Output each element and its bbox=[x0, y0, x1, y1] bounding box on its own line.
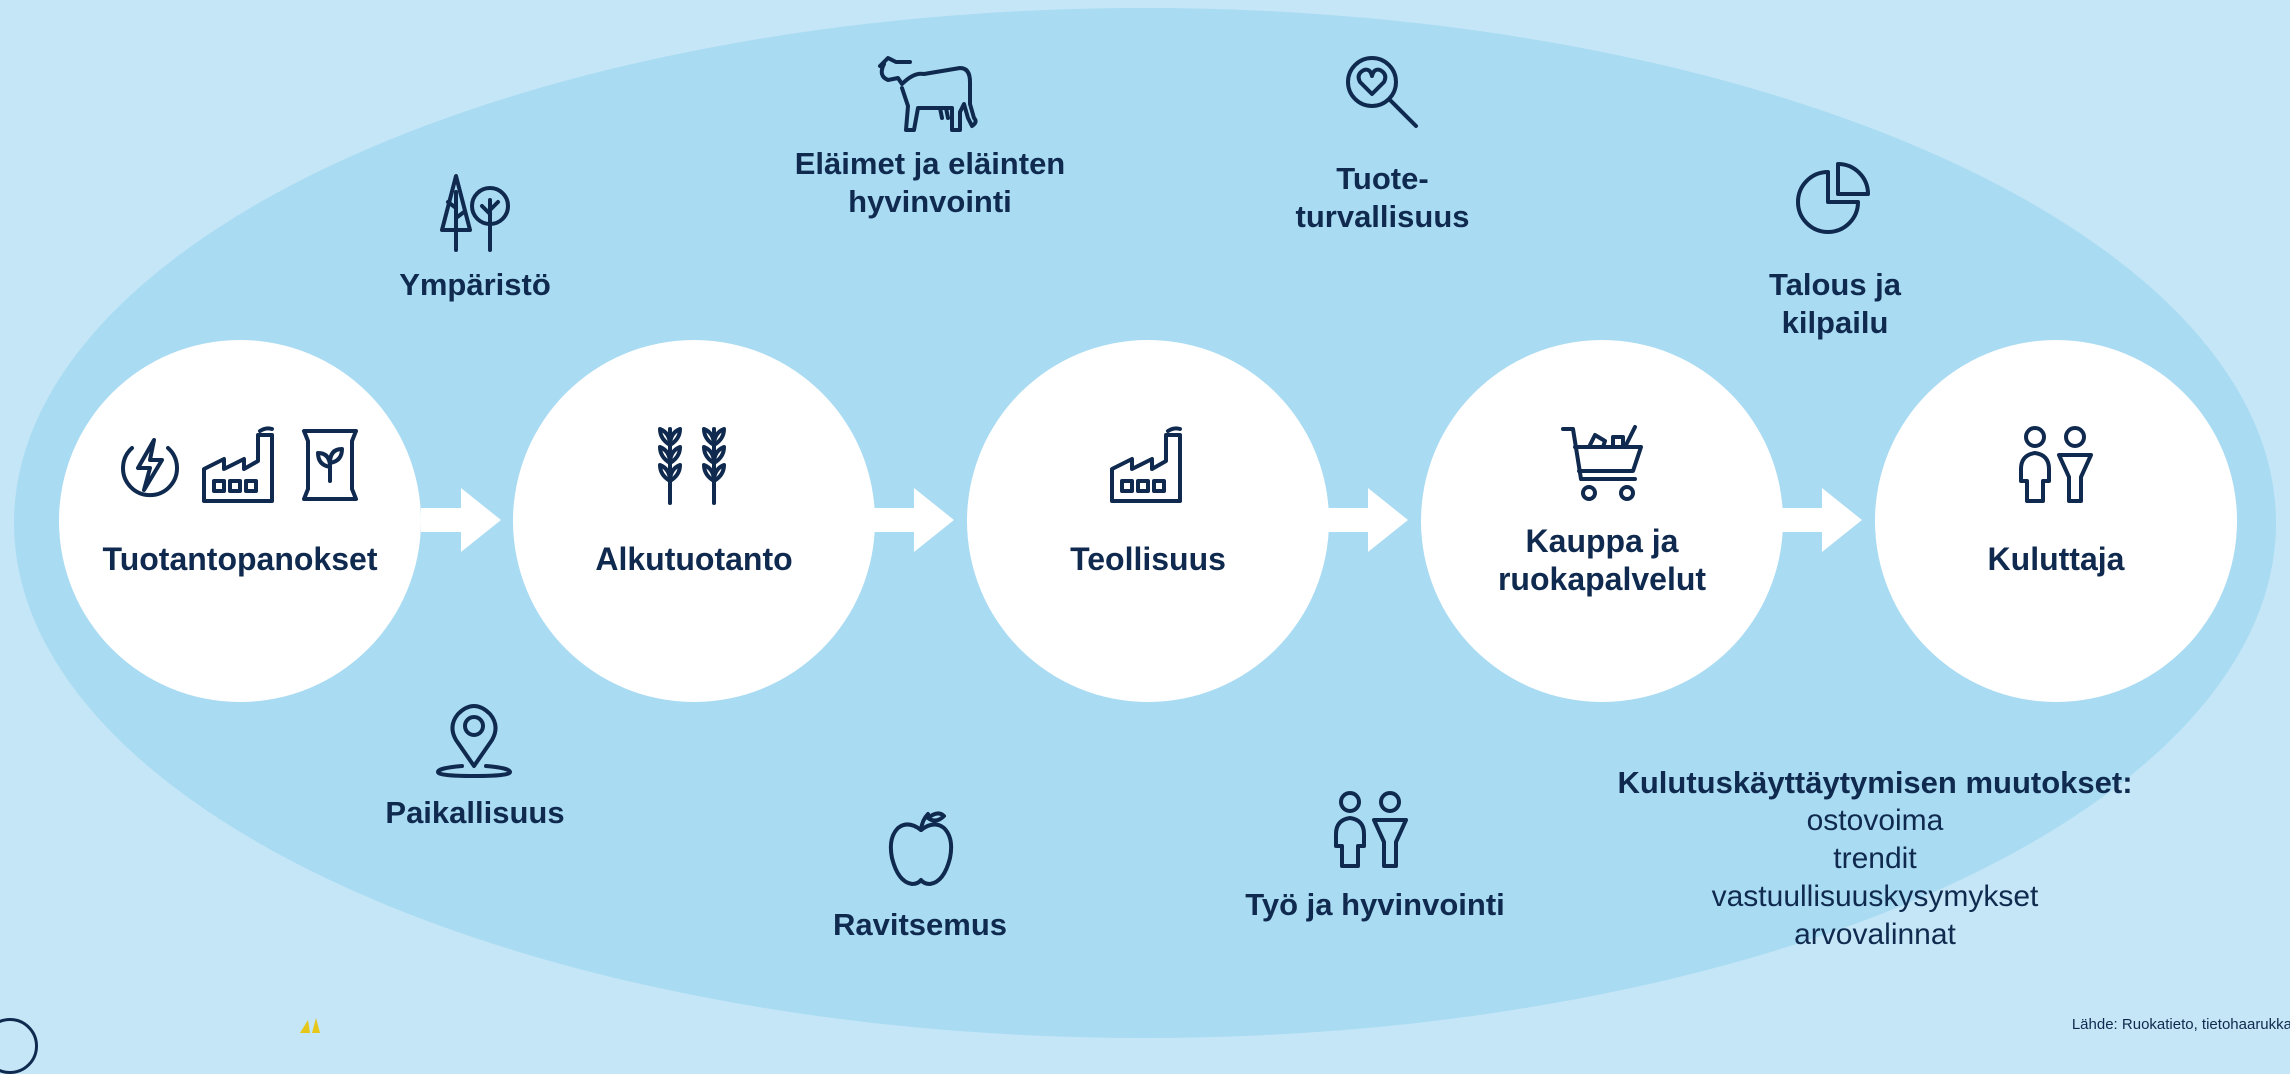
chain-step-kuluttaja: Kuluttaja bbox=[1875, 340, 2237, 702]
pie-chart-icon bbox=[1796, 162, 1870, 234]
topic-line: turvallisuus bbox=[1295, 199, 1470, 234]
logo-circle bbox=[0, 1018, 38, 1074]
consumption-changes-heading: Kulutuskäyttäytymisen muutokset: bbox=[1617, 765, 2133, 800]
topic-line: Talous ja bbox=[1768, 267, 1902, 302]
topic-ravitsemus: Ravitsemus bbox=[832, 907, 1008, 942]
chain-label-line: ruokapalvelut bbox=[1497, 561, 1707, 597]
chain-label: Teollisuus bbox=[1070, 541, 1226, 577]
sun-logo-icon bbox=[300, 1018, 320, 1033]
arrow-right-icon bbox=[1782, 488, 1862, 552]
source-note: Lähde: Ruokatieto, tietohaarukka bbox=[2071, 1016, 2290, 1033]
factory-icon bbox=[202, 426, 274, 503]
topic-line: kilpailu bbox=[1781, 305, 1889, 340]
trees-icon bbox=[440, 174, 510, 252]
topic-line: Eläimet ja eläinten bbox=[794, 146, 1066, 181]
topic-line: Tuote- bbox=[1336, 161, 1429, 196]
arrow-right-icon bbox=[874, 488, 954, 552]
consumption-changes-item: ostovoima bbox=[1806, 804, 1944, 837]
chain-label: Kauppa ja ruokapalvelut bbox=[1421, 522, 1783, 598]
shopping-cart-icon bbox=[1561, 425, 1643, 501]
topic-tyo: Työ ja hyvinvointi bbox=[1245, 887, 1505, 922]
topic-line: hyvinvointi bbox=[848, 184, 1012, 219]
magnifier-heart-icon bbox=[1346, 56, 1418, 128]
chain-label: Kuluttaja bbox=[1987, 541, 2125, 577]
chain-step-alkutuotanto: Alkutuotanto bbox=[513, 340, 875, 702]
factory-icon bbox=[1110, 426, 1182, 503]
consumption-changes-item: vastuullisuuskysymykset bbox=[1711, 880, 2039, 913]
cow-icon bbox=[878, 56, 978, 132]
arrow-right-icon bbox=[421, 488, 501, 552]
energy-icon bbox=[121, 438, 179, 498]
consumption-changes: Kulutuskäyttäytymisen muutokset: ostovoi… bbox=[1590, 764, 2160, 954]
people-icon bbox=[2019, 426, 2093, 503]
consumption-changes-item: arvovalinnat bbox=[1794, 918, 1956, 951]
apple-icon bbox=[888, 811, 954, 886]
chain-label: Alkutuotanto bbox=[595, 541, 793, 577]
topic-talous: Talous ja kilpailu bbox=[1730, 266, 1940, 342]
wheat-icon bbox=[658, 427, 726, 505]
topic-ymparisto: Ympäristö bbox=[399, 267, 551, 302]
arrow-right-icon bbox=[1328, 488, 1408, 552]
consumption-changes-item: trendit bbox=[1833, 842, 1917, 875]
topic-elaimet: Eläimet ja eläinten hyvinvointi bbox=[760, 145, 1100, 221]
location-pin-icon bbox=[436, 704, 512, 778]
topic-tuoteturvallisuus: Tuote- turvallisuus bbox=[1250, 160, 1515, 236]
chain-step-kauppa: Kauppa ja ruokapalvelut bbox=[1421, 340, 1783, 702]
topic-paikallisuus: Paikallisuus bbox=[385, 795, 565, 830]
fertilizer-bag-icon bbox=[302, 429, 358, 501]
chain-step-tuotantopanokset: Tuotantopanokset bbox=[59, 340, 421, 702]
chain-label-line: Kauppa ja bbox=[1525, 523, 1679, 559]
chain-step-teollisuus: Teollisuus bbox=[967, 340, 1329, 702]
people-icon bbox=[1334, 791, 1408, 868]
chain-label: Tuotantopanokset bbox=[102, 541, 378, 577]
